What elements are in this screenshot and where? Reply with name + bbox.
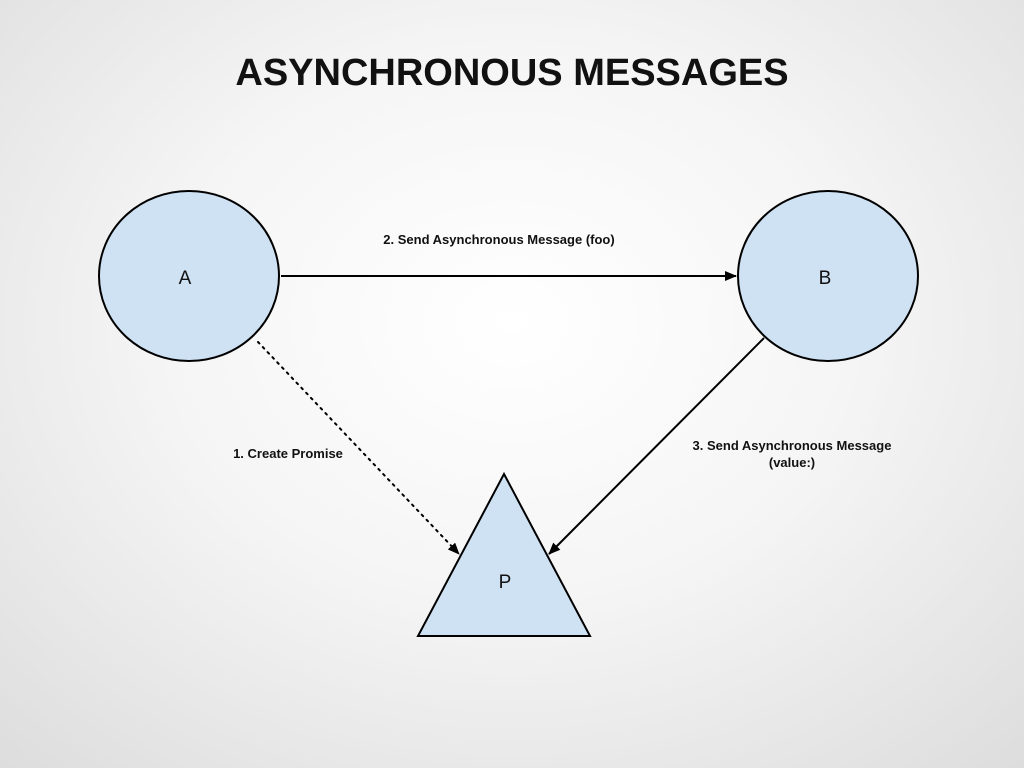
edge-create-promise-arrow	[257, 341, 460, 555]
node-b-label: B	[819, 268, 832, 289]
node-p-label: P	[499, 572, 512, 593]
edge-send-value-label-line1: 3. Send Asynchronous Message	[693, 438, 892, 453]
edge-create-promise-label: 1. Create Promise	[233, 446, 343, 461]
edge-send-value-label-line2: (value:)	[769, 455, 815, 470]
edge-send-value-arrow	[548, 337, 765, 555]
edge-send-foo-label: 2. Send Asynchronous Message (foo)	[383, 232, 614, 247]
node-p-triangle[interactable]	[416, 471, 592, 637]
node-a-label: A	[179, 268, 192, 289]
node-b-circle[interactable]	[737, 190, 919, 362]
node-a-circle[interactable]	[98, 190, 280, 362]
slide-title: ASYNCHRONOUS MESSAGES	[235, 52, 789, 94]
